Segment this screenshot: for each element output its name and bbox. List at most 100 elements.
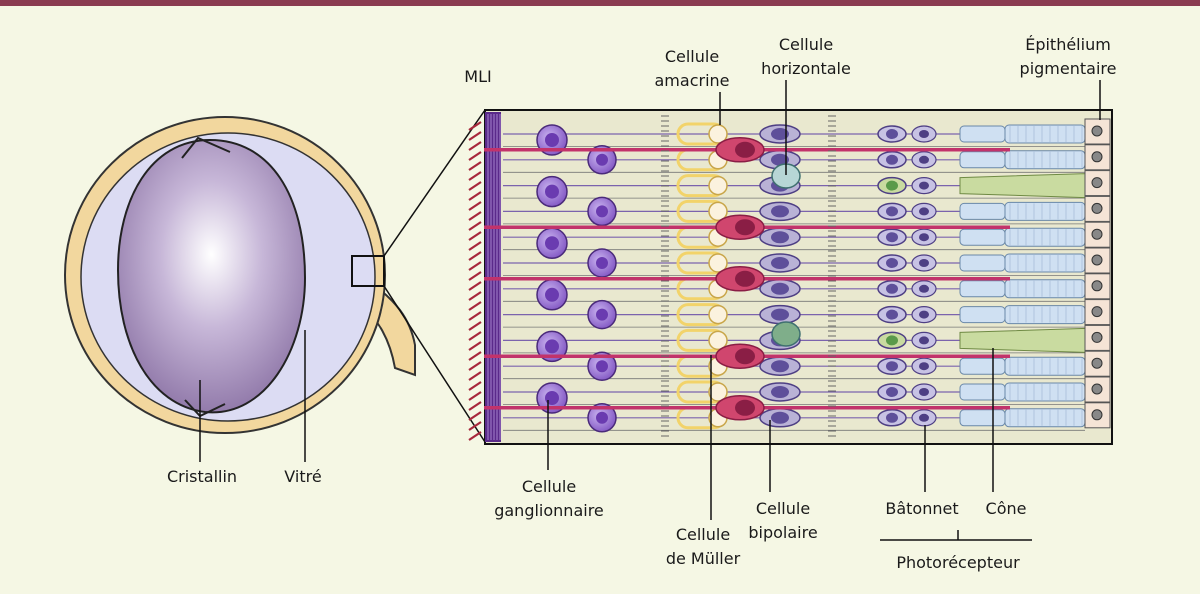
photoreceptor-nucleus xyxy=(886,129,898,139)
eye-cross-section-icon xyxy=(64,109,486,462)
mli-red-tick xyxy=(468,431,482,441)
pigment-nucleus xyxy=(1091,306,1103,318)
mli-red-tick xyxy=(468,241,482,251)
rod-inner-segment xyxy=(959,254,1006,272)
rod-inner-segment xyxy=(959,228,1006,246)
label-vitre: Vitré xyxy=(284,467,321,486)
photoreceptor-nucleus xyxy=(886,309,898,320)
rod-nucleus xyxy=(919,181,929,190)
mli-red-tick xyxy=(468,121,482,131)
label-cristallin: Cristallin xyxy=(167,467,237,486)
mli-red-tick xyxy=(468,171,482,181)
bipolar-nucleus xyxy=(771,153,789,166)
rod-inner-segment xyxy=(959,280,1006,298)
mli-red-tick xyxy=(468,191,482,201)
pigment-nucleus xyxy=(1091,409,1103,421)
label-batonnet: Bâtonnet xyxy=(885,499,958,518)
ganglion-nucleus xyxy=(545,391,559,405)
rod-outer-segment xyxy=(1004,382,1086,402)
rod-inner-segment xyxy=(959,202,1006,220)
ganglion-nucleus xyxy=(596,308,608,321)
pigment-cell xyxy=(1084,118,1111,145)
amacrine-cell xyxy=(708,382,728,402)
muller-nucleus xyxy=(735,270,755,287)
mli-band xyxy=(485,112,501,442)
muller-nucleus xyxy=(735,219,755,236)
label-epithelium-1: Épithélium xyxy=(1025,35,1111,54)
retina-rows xyxy=(484,122,1086,433)
rod-inner-segment xyxy=(959,306,1006,324)
mli-red-ticks xyxy=(468,121,482,441)
ganglion-nucleus xyxy=(596,360,608,373)
rod-nucleus xyxy=(919,284,929,293)
pigment-nucleus xyxy=(1091,202,1103,214)
label-epithelium-2: pigmentaire xyxy=(1020,59,1117,78)
pigment-nucleus xyxy=(1091,177,1103,189)
bipolar-nucleus xyxy=(771,386,789,398)
photoreceptor-nucleus xyxy=(886,412,898,423)
bipolar-nucleus xyxy=(771,411,789,424)
rod-nucleus xyxy=(919,362,929,371)
rod-outer-segment xyxy=(1004,150,1086,170)
pigment-nucleus xyxy=(1091,357,1103,369)
pigment-nucleus xyxy=(1091,151,1103,163)
cone-segment xyxy=(959,327,1086,353)
bipolar-nucleus xyxy=(771,360,789,373)
photoreceptor-nucleus xyxy=(886,258,898,268)
label-bipolaire-2: bipolaire xyxy=(748,523,817,542)
label-horizontale-1: Cellule xyxy=(779,35,833,54)
cone-segment xyxy=(959,173,1086,199)
retina-layers-icon xyxy=(468,80,1113,541)
rod-inner-segment xyxy=(959,409,1006,427)
ganglion-nucleus xyxy=(596,153,608,166)
bipolar-nucleus xyxy=(771,282,789,295)
mli-red-tick xyxy=(468,321,482,331)
zoom-marker xyxy=(351,255,385,287)
rod-nucleus xyxy=(919,259,929,267)
rod-outer-segment xyxy=(1004,124,1086,144)
amacrine-cell xyxy=(708,253,728,273)
label-muller-1: Cellule xyxy=(676,525,730,544)
rod-nucleus xyxy=(919,207,929,216)
mli-red-tick xyxy=(468,141,482,151)
photoreceptor-nucleus xyxy=(886,206,898,217)
ganglion-nucleus xyxy=(545,133,559,147)
rod-inner-segment xyxy=(959,383,1006,401)
rod-nucleus xyxy=(919,155,929,164)
mli-red-tick xyxy=(468,351,482,361)
bipolar-nucleus xyxy=(771,128,789,140)
mli-red-tick xyxy=(468,411,482,421)
ganglion-nucleus xyxy=(545,339,559,354)
label-bipolaire-1: Cellule xyxy=(756,499,810,518)
mli-red-tick xyxy=(468,371,482,381)
mli-red-tick xyxy=(468,221,482,231)
rod-inner-segment xyxy=(959,357,1006,375)
photoreceptor-nucleus xyxy=(886,387,898,397)
rod-inner-segment xyxy=(959,125,1006,143)
mli-red-tick xyxy=(468,281,482,291)
mli-red-tick xyxy=(468,211,482,221)
ganglion-nucleus xyxy=(596,205,608,218)
pigment-nucleus xyxy=(1091,383,1103,395)
pigment-epithelium xyxy=(1084,118,1111,429)
bipolar-nucleus xyxy=(771,308,789,321)
photoreceptor-nucleus xyxy=(886,232,898,243)
mli-red-tick xyxy=(468,181,482,191)
ganglion-nucleus xyxy=(545,287,559,302)
rod-nucleus xyxy=(919,413,929,422)
horizontal-cell xyxy=(771,321,801,347)
ganglion-nucleus xyxy=(545,184,559,199)
label-amacrine-2: amacrine xyxy=(655,71,730,90)
zoom-line-top xyxy=(383,109,486,257)
rod-outer-segment xyxy=(1004,201,1086,221)
photoreceptor-nucleus xyxy=(886,361,898,372)
photoreceptor-nucleus xyxy=(886,335,898,346)
mli-red-tick xyxy=(468,361,482,371)
rod-nucleus xyxy=(919,388,929,396)
muller-nucleus xyxy=(735,141,755,158)
label-cone: Cône xyxy=(986,499,1027,518)
zonule-top xyxy=(181,136,231,159)
label-mli: MLI xyxy=(464,67,491,86)
mli-red-tick xyxy=(468,391,482,401)
mli-red-tick xyxy=(468,201,482,211)
